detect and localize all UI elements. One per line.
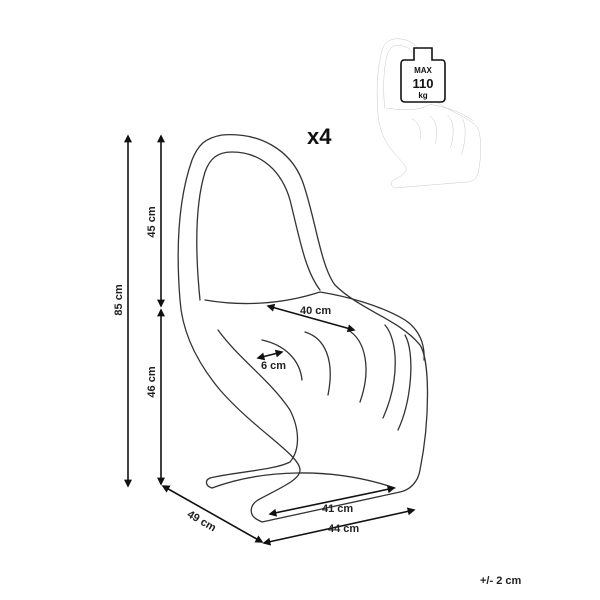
dim-label-back-height: 45 cm [146, 206, 158, 237]
chair-rib-1 [261, 339, 303, 381]
dim-line-seat-width [266, 303, 356, 333]
chair-front-contour [205, 329, 299, 489]
dim-label-seat-width: 40 cm [300, 305, 331, 317]
chair-rib-2 [304, 331, 331, 396]
dim-line-thickness [256, 349, 284, 361]
quantity-label: x4 [307, 124, 332, 149]
max-weight-badge: MAX 110 kg [400, 47, 446, 103]
chair-inner-back [196, 151, 321, 301]
chair-thumbnail [376, 38, 481, 189]
chair-rib-5 [397, 334, 412, 431]
chair-drawing [177, 134, 429, 523]
dim-label-overall-width: 44 cm [328, 523, 359, 535]
weight-unit: kg [418, 91, 427, 100]
dim-label-depth: 49 cm [185, 508, 218, 534]
weight-icon [400, 47, 446, 103]
dim-label-total-height: 85 cm [113, 284, 125, 315]
weight-value: 110 [413, 76, 434, 91]
dim-line-overall-width [262, 507, 416, 546]
dim-label-base-width: 41 cm [322, 503, 353, 515]
chair-rib-4 [382, 324, 396, 419]
weight-max-label: MAX [414, 66, 432, 75]
chair-seat-edge [204, 291, 425, 361]
chair-outer-outline [177, 134, 429, 523]
dim-label-seat-height: 46 cm [146, 366, 158, 397]
chair-base-inner [211, 472, 396, 489]
dim-line-depth [161, 485, 264, 543]
dim-label-thickness: 6 cm [261, 360, 286, 372]
tolerance-note: +/- 2 cm [480, 575, 521, 587]
chair-rib-3 [347, 329, 367, 403]
